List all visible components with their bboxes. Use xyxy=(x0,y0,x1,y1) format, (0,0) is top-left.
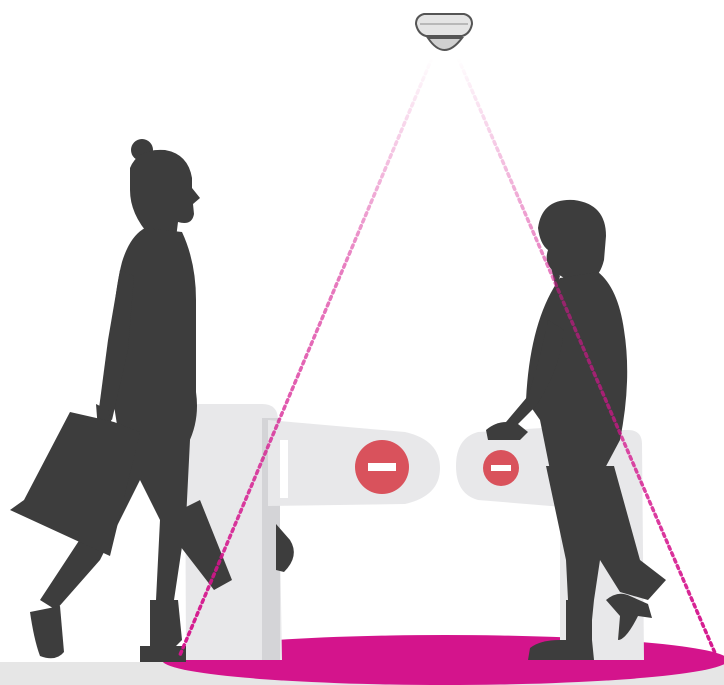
gate-arm-left xyxy=(268,420,440,506)
dome-camera-icon xyxy=(416,14,472,50)
person-right-silhouette xyxy=(486,200,666,660)
no-entry-icon xyxy=(483,450,519,486)
turnstile-left xyxy=(185,404,440,660)
no-entry-icon xyxy=(355,440,409,494)
